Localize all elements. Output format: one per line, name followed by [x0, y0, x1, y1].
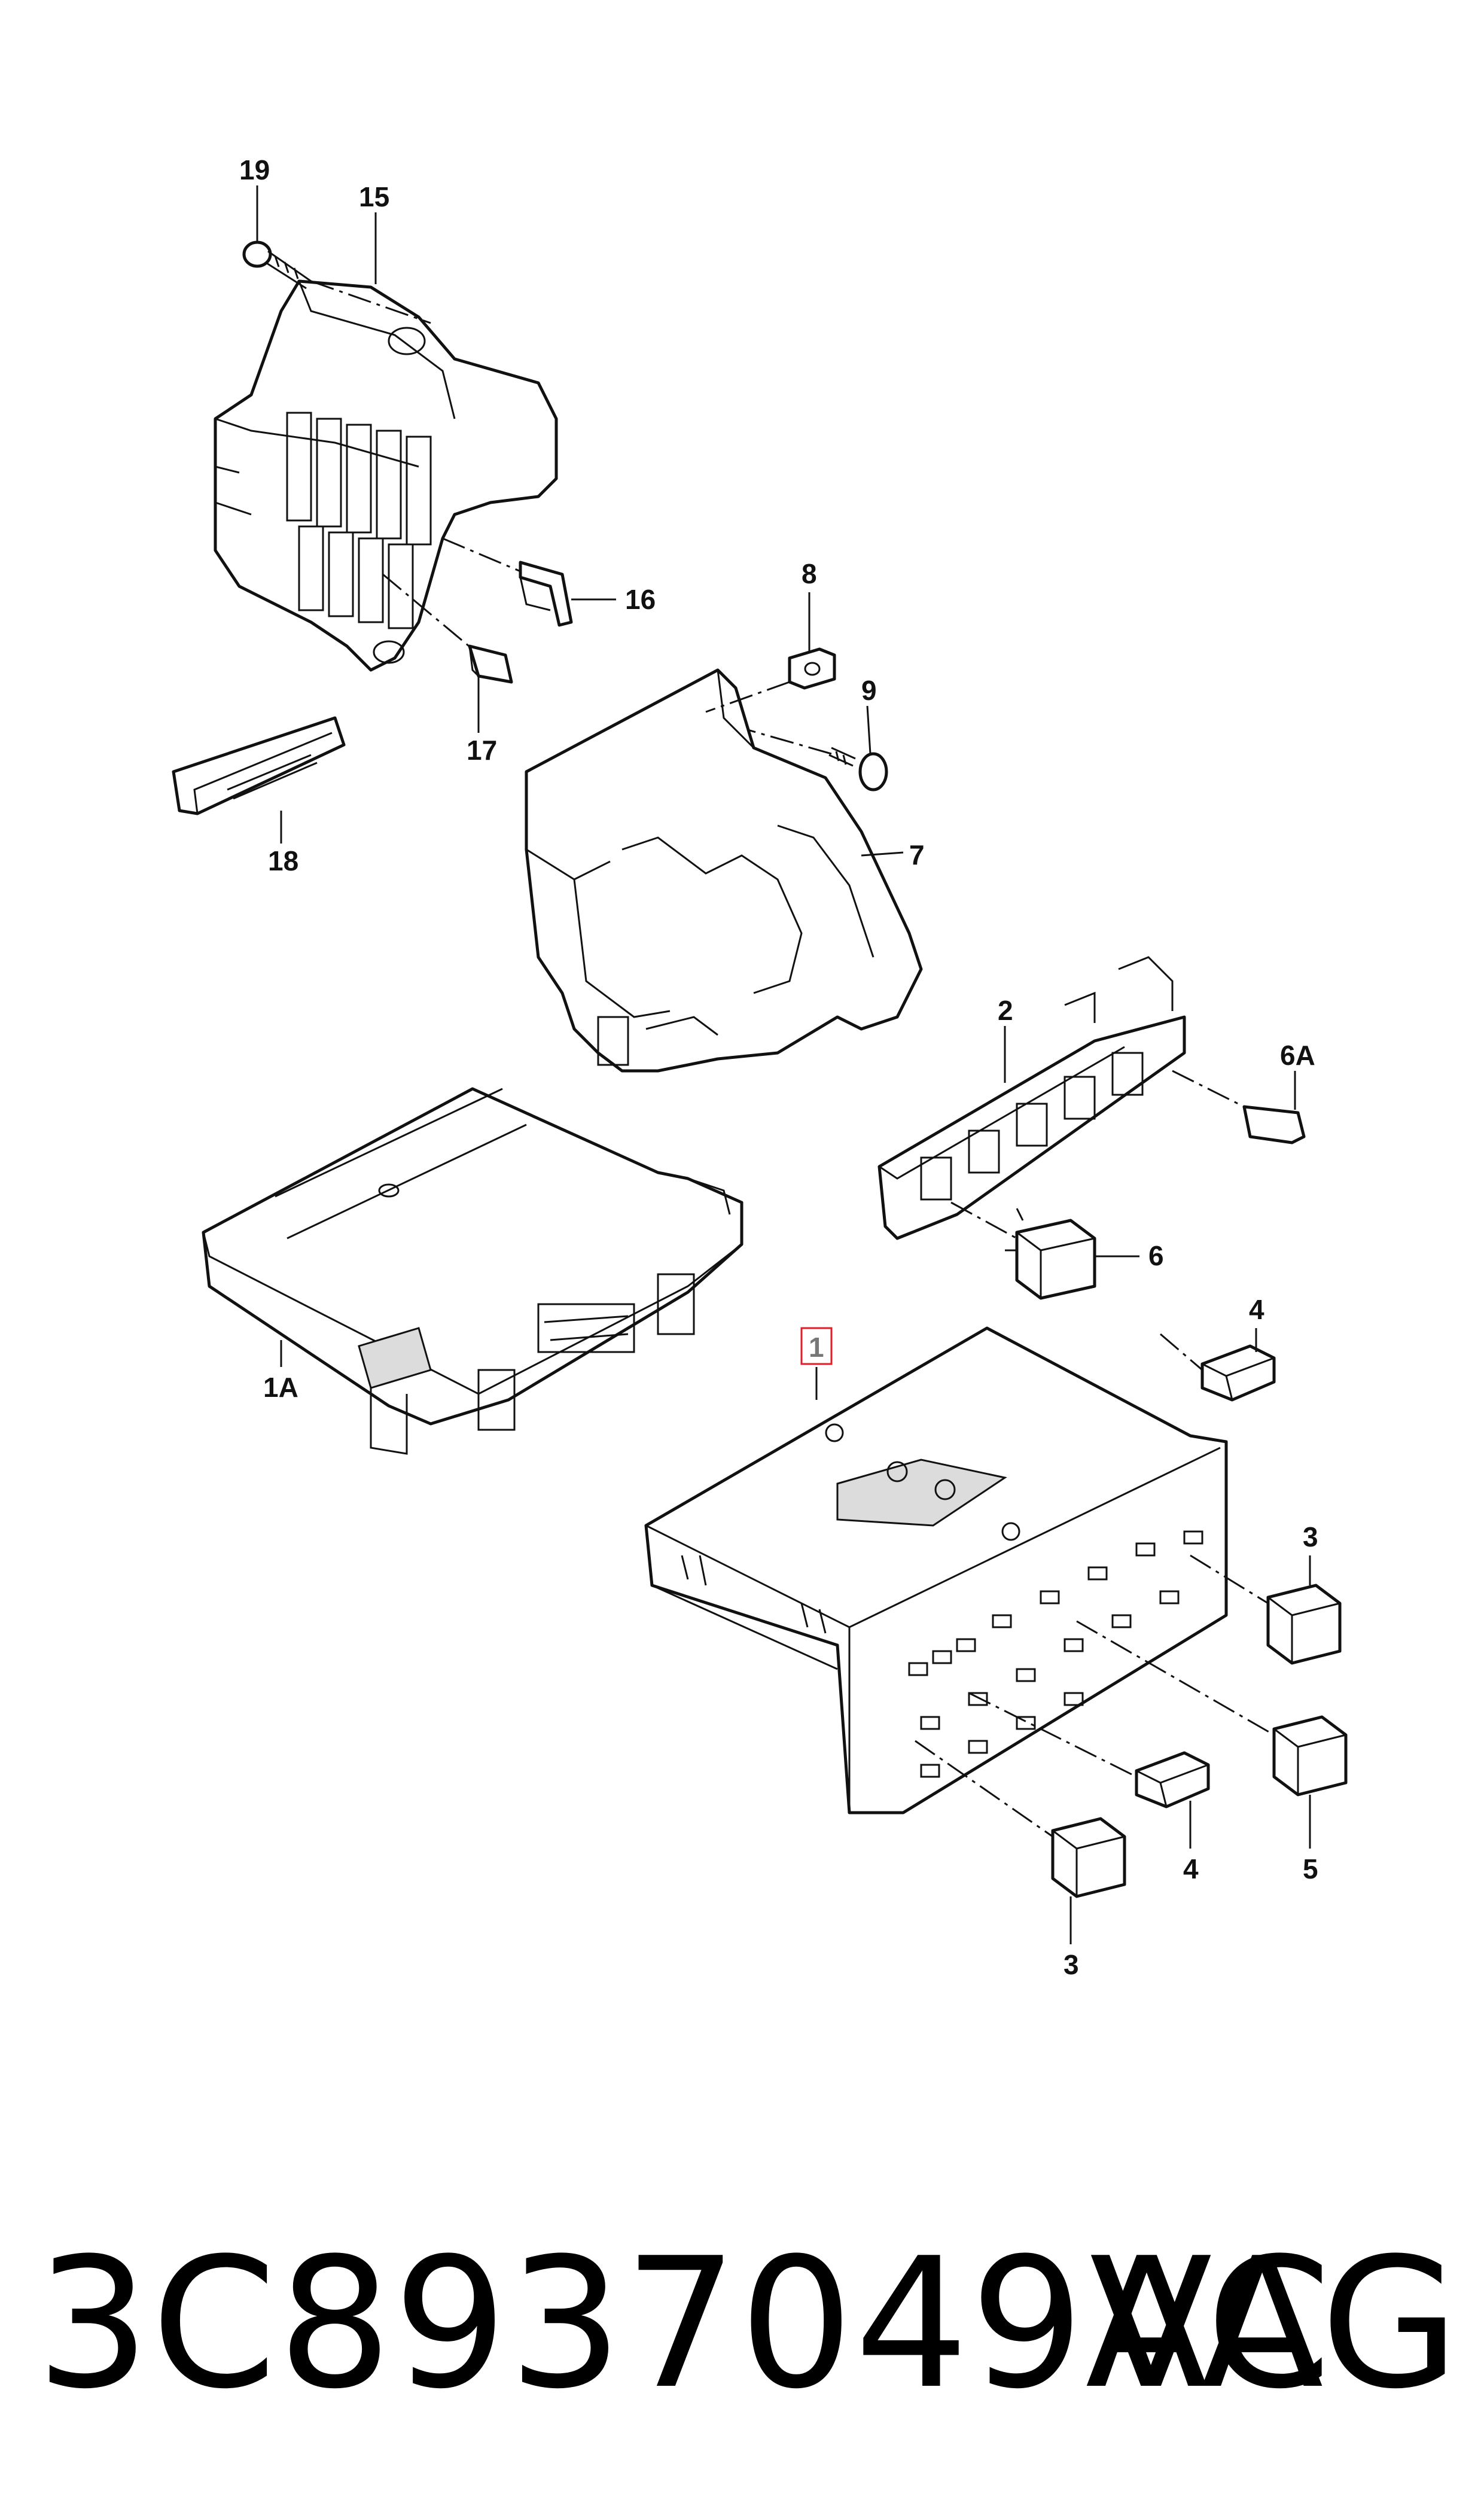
relay-carrier-2	[877, 956, 1186, 1240]
callout-1-highlight	[800, 1327, 833, 1365]
callout-17: 17	[467, 735, 497, 766]
callout-2: 2	[998, 995, 1013, 1026]
clip-nut-8	[788, 647, 836, 690]
callout-1a: 1A	[263, 1372, 298, 1403]
callout-3-bottom: 3	[1064, 1949, 1079, 1980]
callout-19: 19	[239, 154, 270, 185]
callout-3-right: 3	[1303, 1521, 1318, 1552]
blade-fuse-16	[519, 561, 573, 627]
callout-7: 7	[909, 839, 925, 870]
relay-4-bottom	[1135, 1751, 1210, 1808]
callout-4-top: 4	[1249, 1294, 1264, 1325]
mounting-bracket-7	[525, 668, 923, 1073]
callout-6: 6	[1148, 1240, 1164, 1271]
relay-5	[1272, 1715, 1348, 1797]
callout-1: 1	[809, 1332, 824, 1363]
screw-19	[242, 240, 312, 290]
callout-18: 18	[268, 845, 298, 876]
footer: 3C8937049AC VAG	[36, 2225, 1459, 2423]
callout-6a: 6A	[1280, 1040, 1315, 1071]
mini-fuse-17	[468, 644, 513, 684]
brand-name: VAG	[1089, 2219, 1459, 2428]
callout-5: 5	[1303, 1853, 1318, 1884]
relay-6a	[1242, 1105, 1306, 1144]
part-number: 3C8937049AC	[36, 2219, 1333, 2428]
fuse-puller-18	[172, 716, 346, 815]
central-electrics-box-1	[644, 1326, 1228, 1814]
relay-6	[1005, 1208, 1096, 1300]
screw-9	[828, 747, 888, 791]
fuse-holder-housing	[214, 279, 558, 672]
relay-4-top	[1200, 1344, 1276, 1402]
callout-16: 16	[625, 584, 656, 615]
leader-lines	[256, 185, 1311, 1944]
callout-15: 15	[359, 181, 389, 212]
control-module-1a	[202, 1087, 743, 1455]
relay-3-right	[1266, 1584, 1342, 1665]
callout-8: 8	[802, 558, 817, 589]
callout-9: 9	[861, 675, 877, 706]
callout-4-bottom: 4	[1183, 1853, 1199, 1884]
relay-3-bottom	[1051, 1817, 1126, 1898]
